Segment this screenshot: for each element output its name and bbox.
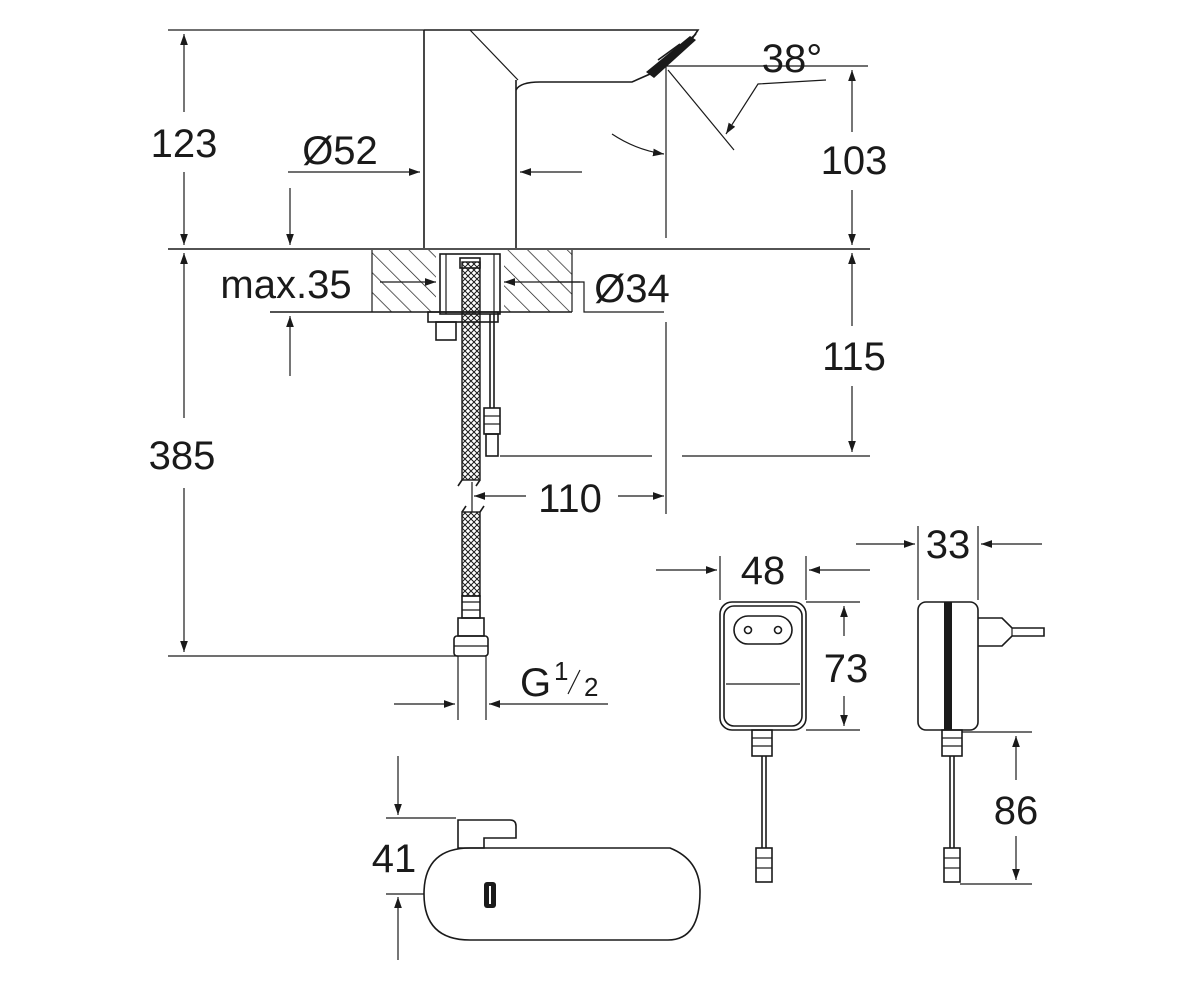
dim-angle-38: 38°: [611, 37, 868, 238]
dim-110: 110: [471, 477, 664, 521]
dim-41: 41: [372, 756, 456, 960]
dim-label-103: 103: [821, 139, 888, 183]
dim-86: 86: [960, 731, 1039, 885]
dim-label-73: 73: [824, 647, 869, 691]
sensor-cable: [483, 314, 501, 457]
dim-73: 73: [806, 601, 869, 731]
dim-label-123: 123: [151, 122, 218, 166]
dim-label-38: 38°: [762, 37, 823, 81]
dim-connection-g12: G 1 2: [394, 656, 608, 720]
dim-label-41: 41: [372, 837, 417, 881]
power-adapter-front: [719, 601, 807, 883]
dim-label-115: 115: [822, 335, 886, 379]
dim-label-34: Ø34: [594, 267, 670, 311]
dim-33: 33: [856, 523, 1042, 600]
dim-label-g: G: [520, 661, 551, 705]
dim-123: 123: [151, 29, 424, 245]
dim-diameter-52: Ø52: [288, 129, 582, 176]
power-adapter-side: [917, 601, 1045, 883]
dim-115: 115: [500, 253, 886, 514]
dim-103: 103: [821, 70, 888, 245]
dim-label-max35: max.35: [220, 263, 351, 307]
dim-label-33: 33: [926, 523, 971, 567]
dim-label-385: 385: [149, 434, 216, 478]
dim-48: 48: [656, 549, 870, 600]
dim-label-g-num: 1: [554, 656, 568, 686]
dim-label-g-den: 2: [584, 672, 598, 702]
faucet-body: [423, 29, 700, 248]
dim-label-86: 86: [994, 789, 1039, 833]
dim-label-48: 48: [741, 549, 786, 593]
dim-diameter-34: Ø34: [504, 267, 670, 313]
dim-label-110: 110: [538, 477, 602, 521]
dim-label-52: Ø52: [302, 129, 378, 173]
control-box: [423, 819, 701, 941]
braided-hose: [453, 261, 489, 657]
dim-max-35: max.35: [220, 188, 436, 376]
dim-385: 385: [149, 253, 458, 657]
